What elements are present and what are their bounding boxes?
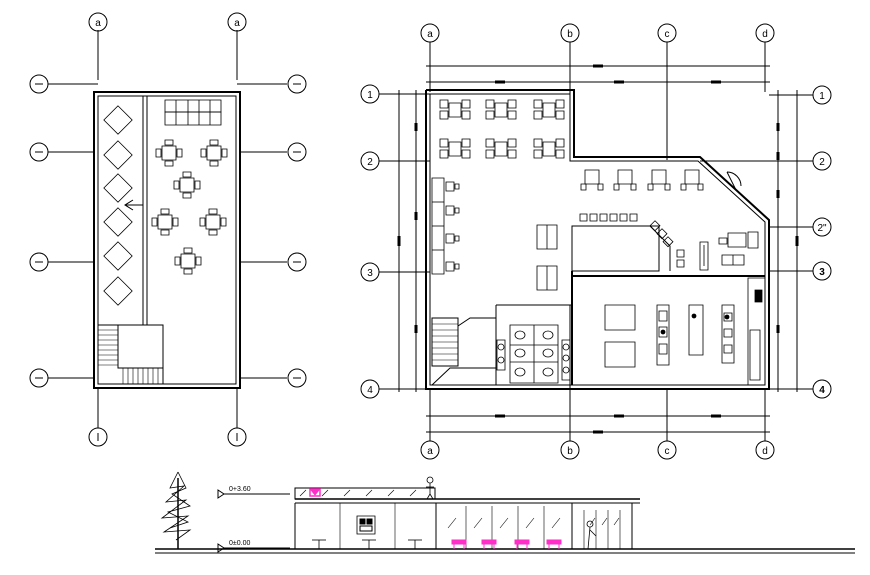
- level-label: 0±0.00: [229, 540, 250, 547]
- grid-bubble-right-4: [288, 369, 306, 387]
- grid-bubble-bottom-d: d: [756, 441, 774, 459]
- grid-bubble-right-2: [288, 143, 306, 161]
- grid-label: 2: [819, 157, 825, 168]
- grid-label: b: [567, 29, 573, 40]
- level-label: 0+3.60: [229, 486, 251, 493]
- right-floor-plan: a b c d 1 2 3 4: [361, 24, 831, 459]
- grid-label: 4: [367, 385, 373, 396]
- grid-bubble-left-4: 4: [361, 380, 379, 398]
- grid-bubble-left-3: [30, 253, 48, 271]
- grid-label: 3: [819, 267, 825, 278]
- grid-label: c: [665, 29, 670, 40]
- grid-label: 2: [367, 157, 373, 168]
- grid-bubble-top-a1: a: [89, 13, 107, 31]
- grid-bubble-bottom-b: b: [561, 441, 579, 459]
- grid-bubble-top-c: c: [658, 24, 676, 42]
- grid-label: a: [234, 18, 240, 29]
- grid-bubble-bottom-c: c: [658, 441, 676, 459]
- dining-tables-left: [152, 140, 227, 274]
- grid-bubble-bottom-a: a: [421, 441, 439, 459]
- level-marker-ground: 0±0.00: [218, 540, 290, 552]
- tree-icon: [162, 472, 190, 549]
- grid-label: d: [762, 446, 768, 457]
- left-floor-plan: a a: [30, 13, 306, 446]
- grid-bubble-top-a: a: [421, 24, 439, 42]
- person-icon: [426, 477, 434, 499]
- grid-label: 3: [367, 268, 373, 279]
- grid-bubble-top-d: d: [756, 24, 774, 42]
- grid-bubble-left-4: [30, 369, 48, 387]
- dining-tables-right: [440, 100, 564, 158]
- grid-bubble-left-3: 3: [361, 263, 379, 281]
- grid-label: c: [665, 446, 670, 457]
- grid-label: 2": [817, 223, 827, 234]
- grid-label: d: [762, 29, 768, 40]
- kitchen-area: [605, 278, 765, 385]
- grid-bubble-right-2: 2: [813, 152, 831, 170]
- grid-bubble-left-1: 1: [361, 85, 379, 103]
- grid-bubble-left-2: [30, 143, 48, 161]
- grid-label: 4: [819, 385, 825, 396]
- level-marker-top: 0+3.60: [218, 486, 290, 498]
- grid-bubble-right-3: [288, 253, 306, 271]
- furniture-accents: [310, 489, 561, 549]
- grid-label: a: [427, 29, 433, 40]
- grid-bubble-right-3: 3: [813, 262, 831, 280]
- grid-bubble-right-1: [288, 75, 306, 93]
- grid-bubble-right-2b: 2": [813, 218, 831, 236]
- grid-bubble-left-2: 2: [361, 152, 379, 170]
- grid-bubble-top-b: b: [561, 24, 579, 42]
- grid-label: a: [427, 446, 433, 457]
- grid-label: b: [567, 446, 573, 457]
- restroom-area: [497, 325, 570, 383]
- front-elevation: 0+3.60 0±0.00: [155, 472, 855, 553]
- grid-bubble-bottom-2: [228, 428, 246, 446]
- grid-label: 1: [819, 91, 825, 102]
- grid-bubble-right-4: 4: [813, 380, 831, 398]
- grid-bubble-bottom-1: [89, 428, 107, 446]
- grid-label: 1: [367, 90, 373, 101]
- grid-bubble-right-1: 1: [813, 86, 831, 104]
- grid-bubble-left-1: [30, 75, 48, 93]
- grid-bubble-top-a2: a: [228, 13, 246, 31]
- grid-label: a: [95, 18, 101, 29]
